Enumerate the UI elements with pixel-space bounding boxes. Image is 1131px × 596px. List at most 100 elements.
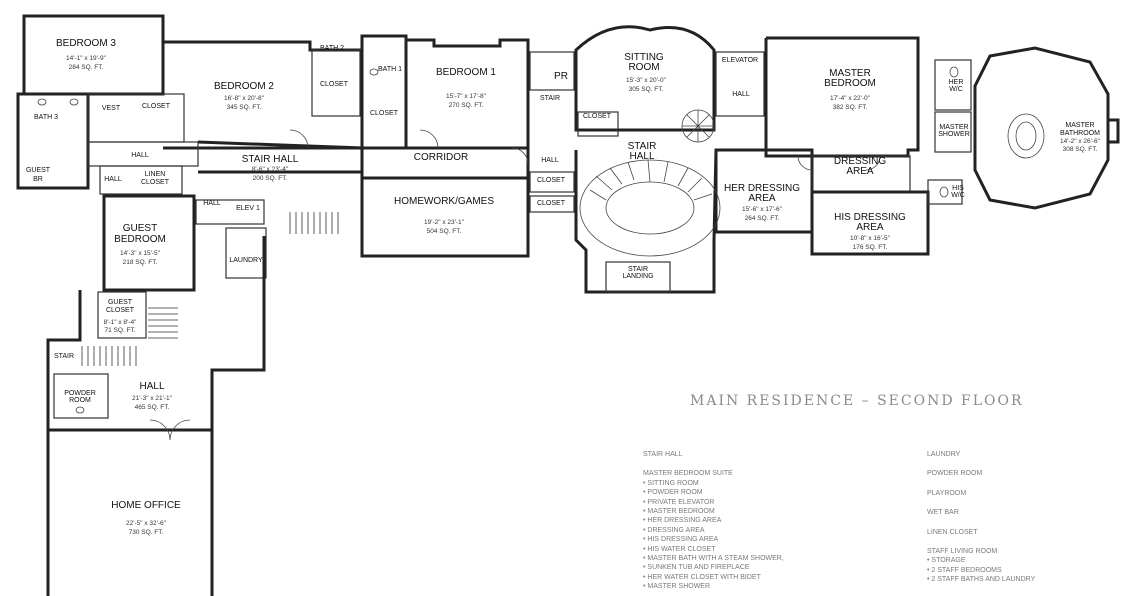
label-bedroom-1: BEDROOM 1: [436, 67, 496, 78]
legend-laundry: LAUNDRY: [927, 451, 961, 458]
label-guest-closet-1: GUEST: [108, 299, 133, 306]
fixtures: [37, 66, 1120, 441]
label-closet-b: CLOSET: [320, 81, 349, 88]
legend-staff-title: STAFF LIVING ROOM: [927, 548, 998, 556]
area-her-dressing: 264 SQ. FT.: [745, 215, 780, 222]
dim-bedroom-2: 16'-8" x 20'-8": [224, 95, 265, 102]
label-bath-3: BATH 3: [34, 114, 58, 121]
label-guest-br-2: BR: [33, 176, 43, 183]
area-bedroom-1: 270 SQ. FT.: [449, 102, 484, 109]
room-labels: BEDROOM 3 14'-1" x 19'-9" 284 SQ. FT. BE…: [26, 38, 1101, 536]
legend-item: PRIVATE ELEVATOR: [643, 498, 893, 507]
label-hall-a: HALL: [131, 152, 149, 159]
legend-item: DRESSING AREA: [643, 526, 893, 535]
label-hall-b: HALL: [104, 176, 122, 183]
legend-playroom: PLAYROOM: [927, 489, 967, 497]
legend-item: SITTING ROOM: [643, 479, 893, 488]
label-homework: HOMEWORK/GAMES: [394, 196, 494, 207]
label-her-dressing-1: HER DRESSING: [724, 183, 800, 194]
area-home-office: 730 SQ. FT.: [129, 529, 164, 536]
label-home-office: HOME OFFICE: [111, 500, 181, 511]
legend-suite-title: MASTER BEDROOM SUITE: [643, 470, 733, 478]
label-sitting-room-1: SITTING: [624, 52, 664, 63]
area-sitting-room: 305 SQ. FT.: [629, 86, 664, 93]
label-hall-c: HALL: [203, 200, 221, 207]
legend-item: SUNKEN TUB AND FIREPLACE: [643, 563, 893, 572]
legend-item: HIS DRESSING AREA: [643, 535, 893, 544]
label-pr: PR: [554, 71, 568, 82]
label-sitting-room-2: ROOM: [628, 62, 659, 73]
area-master-bathroom: 308 SQ. FT.: [1063, 146, 1098, 153]
legend-item: 2 STAFF BEDROOMS: [927, 566, 1127, 575]
label-vest: VEST: [102, 105, 121, 112]
legend-wetbar: WET BAR: [927, 509, 959, 517]
label-closet-f: CLOSET: [537, 177, 566, 184]
legend-stair-hall: STAIR HALL: [643, 451, 683, 458]
label-his-dressing-2: AREA: [856, 222, 884, 233]
legend-linen: LINEN CLOSET: [927, 528, 978, 536]
area-guest-bedroom: 218 SQ. FT.: [123, 259, 158, 266]
legend-item: MASTER BATH WITH A STEAM SHOWER,: [643, 554, 893, 563]
label-powder-2: ROOM: [69, 397, 91, 404]
legend-column-1: STAIR HALL MASTER BEDROOM SUITE SITTING …: [643, 450, 893, 592]
dim-his-dressing: 10'-8" x 16'-5": [850, 235, 891, 242]
dim-guest-closet: 8'-1" x 8'-4": [104, 319, 137, 326]
area-bedroom-3: 284 SQ. FT.: [69, 64, 104, 71]
dim-hall-lower: 21'-3" x 21'-1": [132, 395, 173, 402]
label-laundry: LAUNDRY: [229, 257, 263, 264]
dim-master-bedroom: 17'-4" x 22'-0": [830, 95, 871, 102]
label-linen-2: CLOSET: [141, 179, 170, 186]
dim-guest-bedroom: 14'-3" x 15'-5": [120, 250, 161, 257]
label-master-bedroom-2: BEDROOM: [824, 78, 876, 89]
label-corridor: CORRIDOR: [414, 152, 468, 163]
label-guest-closet-2: CLOSET: [106, 307, 135, 314]
legend-staff-list: STORAGE 2 STAFF BEDROOMS 2 STAFF BATHS A…: [927, 556, 1127, 584]
area-master-bedroom: 382 SQ. FT.: [833, 104, 868, 111]
legend-item: POWDER ROOM: [643, 488, 893, 497]
legend-item: HIS WATER CLOSET: [643, 545, 893, 554]
label-guest-bedroom-1: GUEST: [123, 223, 157, 234]
label-her-wc-1: HER: [949, 79, 964, 86]
dim-homework: 19'-2" x 23'-1": [424, 219, 465, 226]
label-master-bathroom-1: MASTER: [1065, 122, 1094, 129]
dim-her-dressing: 15'-6" x 17'-6": [742, 206, 783, 213]
label-closet-e: CLOSET: [537, 200, 566, 207]
dim-stair-hall-left: 8'-6" x 23'-4": [252, 166, 289, 173]
label-bath-1: BATH 1: [378, 66, 402, 73]
legend-item: MASTER BEDROOM: [643, 507, 893, 516]
label-master-shower-1: MASTER: [939, 124, 968, 131]
dim-home-office: 22'-5" x 32'-6": [126, 520, 167, 527]
label-linen-1: LINEN: [145, 171, 166, 178]
label-bath-2: BATH 2: [320, 45, 344, 52]
area-his-dressing: 176 SQ. FT.: [853, 244, 888, 251]
label-closet-c: CLOSET: [370, 110, 399, 117]
label-his-wc-1: HIS: [952, 185, 964, 192]
label-stair-hall-left: STAIR HALL: [242, 154, 299, 165]
label-stair-small: STAIR: [540, 95, 560, 102]
label-her-wc-2: W/C: [949, 86, 963, 93]
label-dressing-1: DRESSING: [834, 156, 886, 167]
label-bedroom-2: BEDROOM 2: [214, 81, 274, 92]
label-bedroom-3: BEDROOM 3: [56, 38, 116, 49]
label-elevator: ELEVATOR: [722, 57, 758, 64]
label-elev-1: ELEV 1: [236, 205, 260, 212]
label-stair-hall-center-2: HALL: [629, 151, 654, 162]
label-closet-a: CLOSET: [142, 103, 171, 110]
label-hall-lower: HALL: [139, 381, 164, 392]
label-stair-landing-2: LANDING: [622, 273, 653, 280]
label-master-bedroom-1: MASTER: [829, 68, 871, 79]
walls: [16, 14, 1110, 596]
legend-item: HER DRESSING AREA: [643, 516, 893, 525]
legend-column-2: LAUNDRY POWDER ROOM PLAYROOM WET BAR LIN…: [927, 450, 1127, 585]
dim-bedroom-1: 15'-7" x 17'-8": [446, 93, 487, 100]
legend-suite-list: SITTING ROOM POWDER ROOM PRIVATE ELEVATO…: [643, 479, 893, 592]
label-master-bathroom-2: BATHROOM: [1060, 130, 1100, 137]
legend-item: HER WATER CLOSET WITH BIDET: [643, 573, 893, 582]
label-guest-bedroom-2: BEDROOM: [114, 234, 166, 245]
dim-master-bathroom: 14'-2" x 26'-6": [1060, 138, 1101, 145]
legend-item: STORAGE: [927, 556, 1127, 565]
plan-title: MAIN RESIDENCE – SECOND FLOOR: [690, 393, 1024, 409]
label-stair-landing-1: STAIR: [628, 266, 648, 273]
label-dressing-2: AREA: [846, 166, 874, 177]
